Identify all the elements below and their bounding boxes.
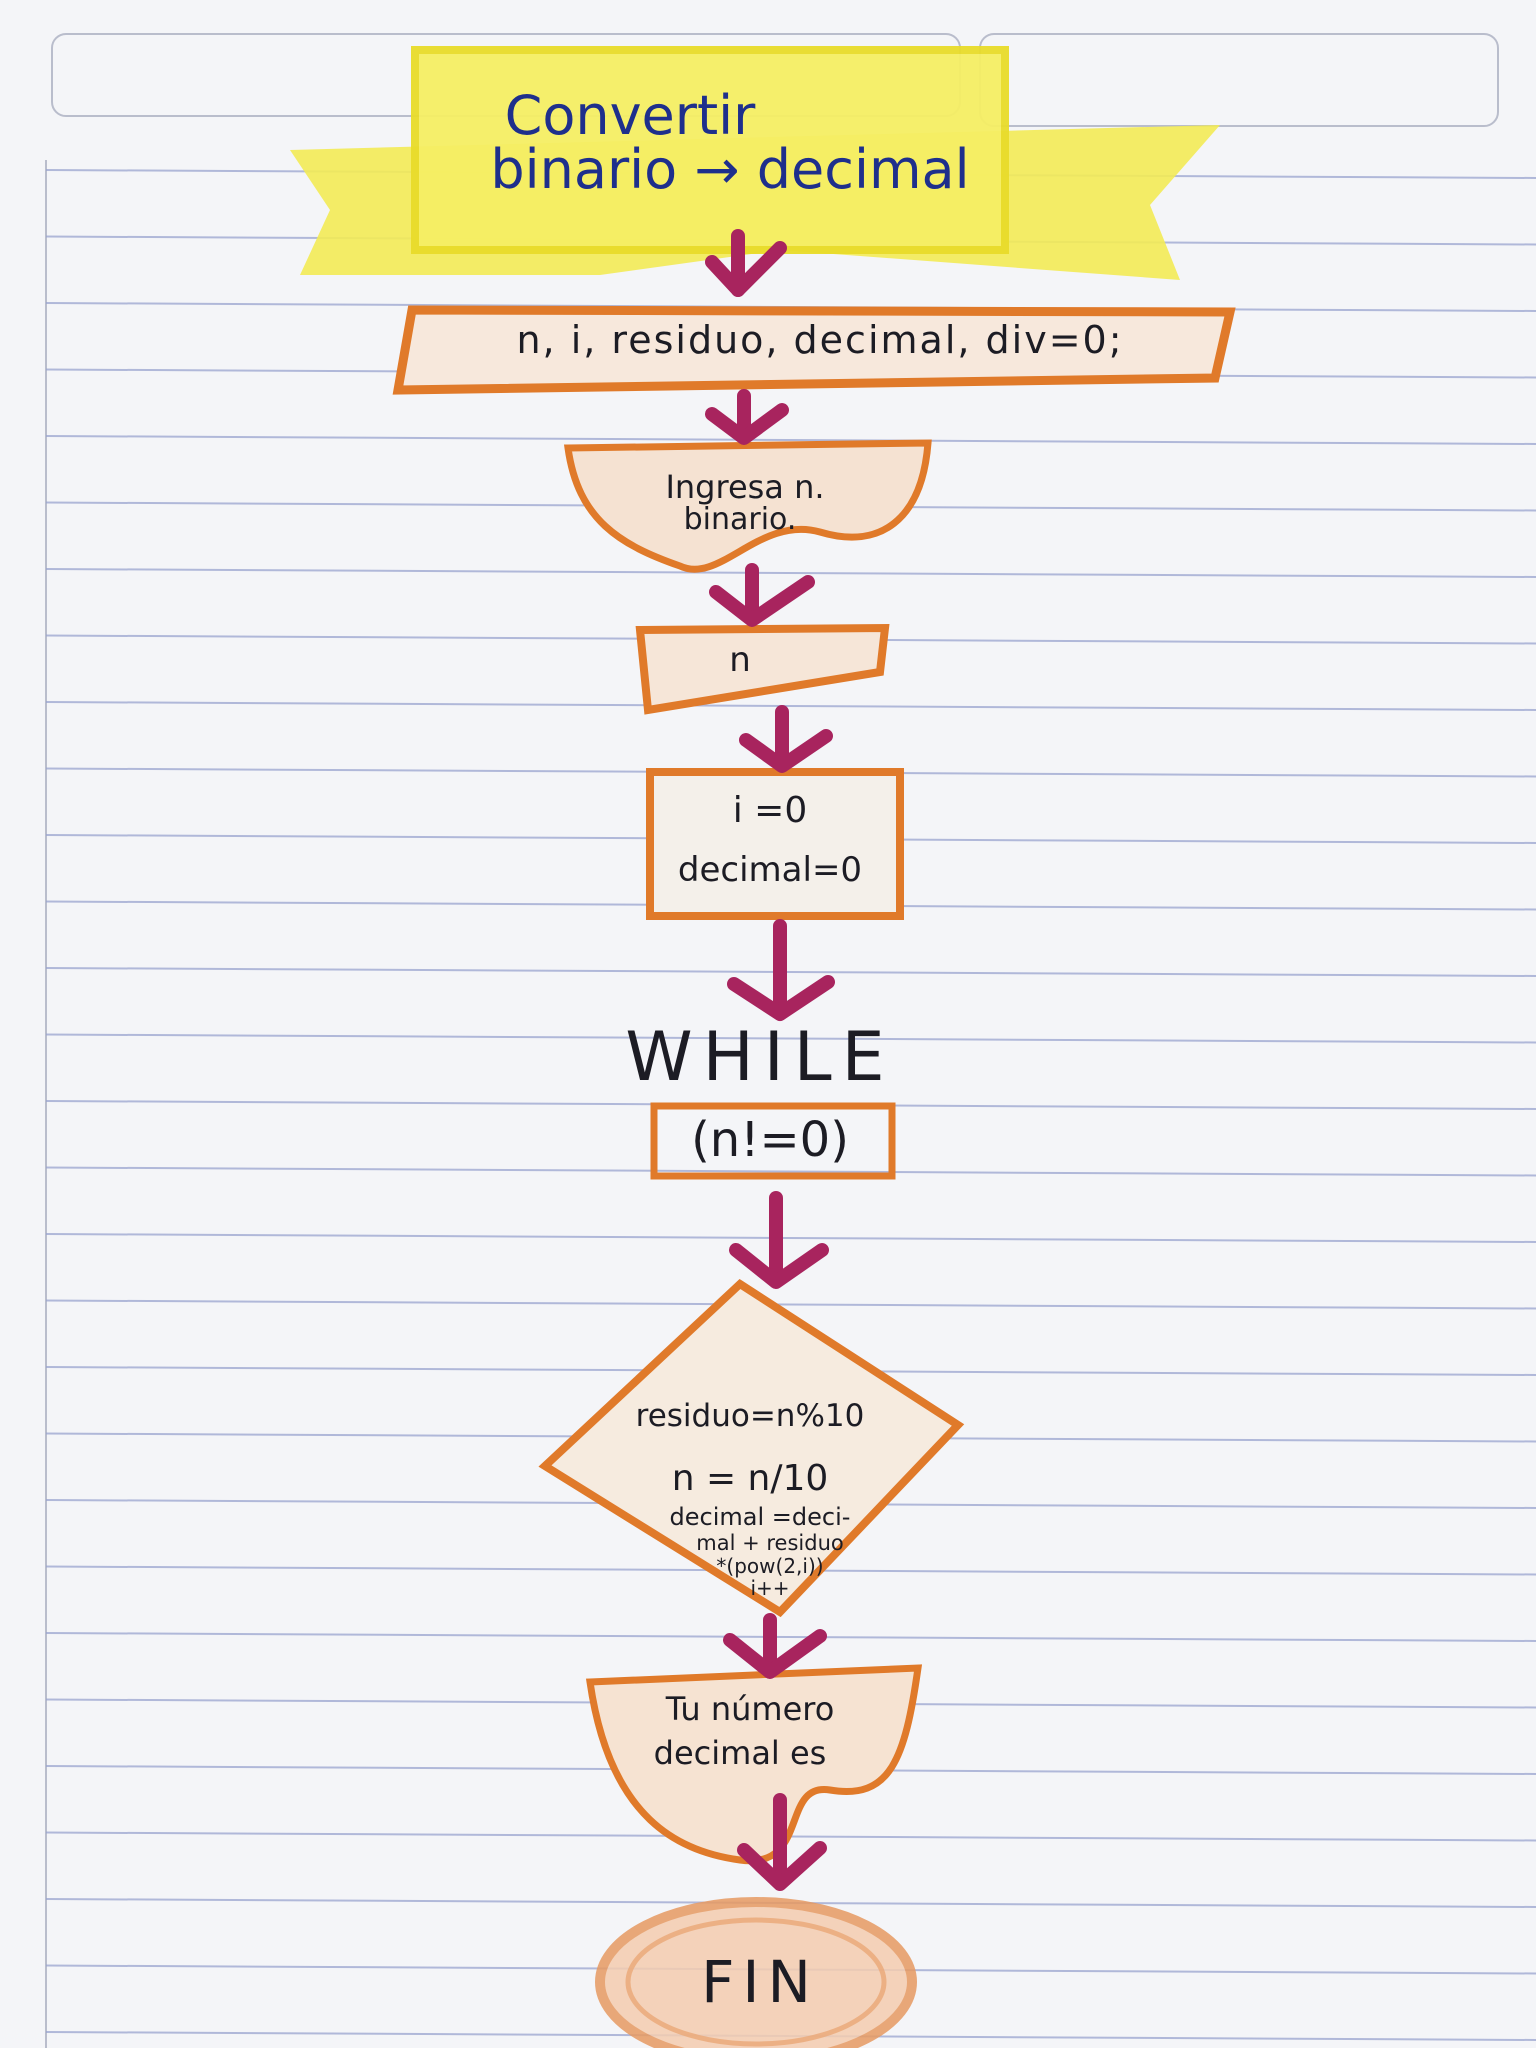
declaration-text: n, i, residuo, decimal, div=0; bbox=[516, 318, 1124, 362]
ruled-line bbox=[45, 1033, 1536, 1044]
ruled-line bbox=[45, 1632, 1536, 1642]
loop-diamond-shape bbox=[538, 1278, 965, 1618]
title-line1: Convertir bbox=[504, 84, 756, 147]
title-banner bbox=[290, 46, 1220, 280]
ruled-line bbox=[45, 568, 1536, 578]
arrow-7 bbox=[723, 1613, 827, 1679]
arrow-3 bbox=[709, 563, 815, 627]
loop-line4: mal + residuo bbox=[696, 1531, 844, 1555]
arrow-6 bbox=[729, 1191, 829, 1289]
loop-line1: residuo=n%10 bbox=[635, 1398, 865, 1434]
arrow-4 bbox=[739, 705, 833, 773]
input-prompt-line2: binario. bbox=[683, 502, 797, 537]
arrow-5 bbox=[727, 919, 835, 1021]
end-ellipse-outer bbox=[595, 1897, 917, 2048]
ruled-line bbox=[45, 967, 1536, 977]
end-ellipse-inner bbox=[625, 1917, 887, 2047]
arrow-2 bbox=[705, 389, 789, 445]
read-box-shape bbox=[635, 623, 890, 715]
read-variable: n bbox=[729, 640, 751, 680]
ruled-line bbox=[45, 701, 1536, 711]
while-keyword: WHILE bbox=[625, 1018, 895, 1097]
ruled-line bbox=[45, 1299, 1536, 1310]
input-prompt-line1: Ingresa n. bbox=[665, 468, 825, 506]
ruled-line bbox=[45, 1166, 1536, 1177]
output-box-shape bbox=[585, 1664, 923, 1865]
end-label: FIN bbox=[701, 1948, 819, 2016]
ruled-line bbox=[45, 1233, 1536, 1243]
loop-line5: *(pow(2,i)) bbox=[716, 1554, 824, 1578]
while-box-shape bbox=[650, 1102, 896, 1180]
input-box-shape bbox=[563, 439, 932, 573]
banner-center bbox=[411, 46, 1009, 254]
init-line2: decimal=0 bbox=[677, 850, 863, 890]
ruled-line bbox=[45, 435, 1536, 445]
loop-line6: i++ bbox=[750, 1576, 790, 1600]
init-box-shape bbox=[646, 768, 904, 920]
arrow-8 bbox=[737, 1793, 827, 1891]
output-line2: decimal es bbox=[653, 1734, 827, 1772]
arrow-1 bbox=[705, 229, 787, 297]
flow-arrows bbox=[705, 229, 835, 1891]
while-condition: (n!=0) bbox=[691, 1112, 849, 1168]
title-line2: binario → decimal bbox=[490, 138, 970, 201]
declaration-box-shape bbox=[392, 305, 1236, 395]
loop-line3: decimal =deci- bbox=[669, 1503, 851, 1531]
output-line1: Tu número bbox=[665, 1690, 835, 1728]
init-line1: i =0 bbox=[732, 790, 808, 831]
loop-line2: n = n/10 bbox=[671, 1458, 829, 1499]
header-box-right bbox=[979, 33, 1499, 127]
